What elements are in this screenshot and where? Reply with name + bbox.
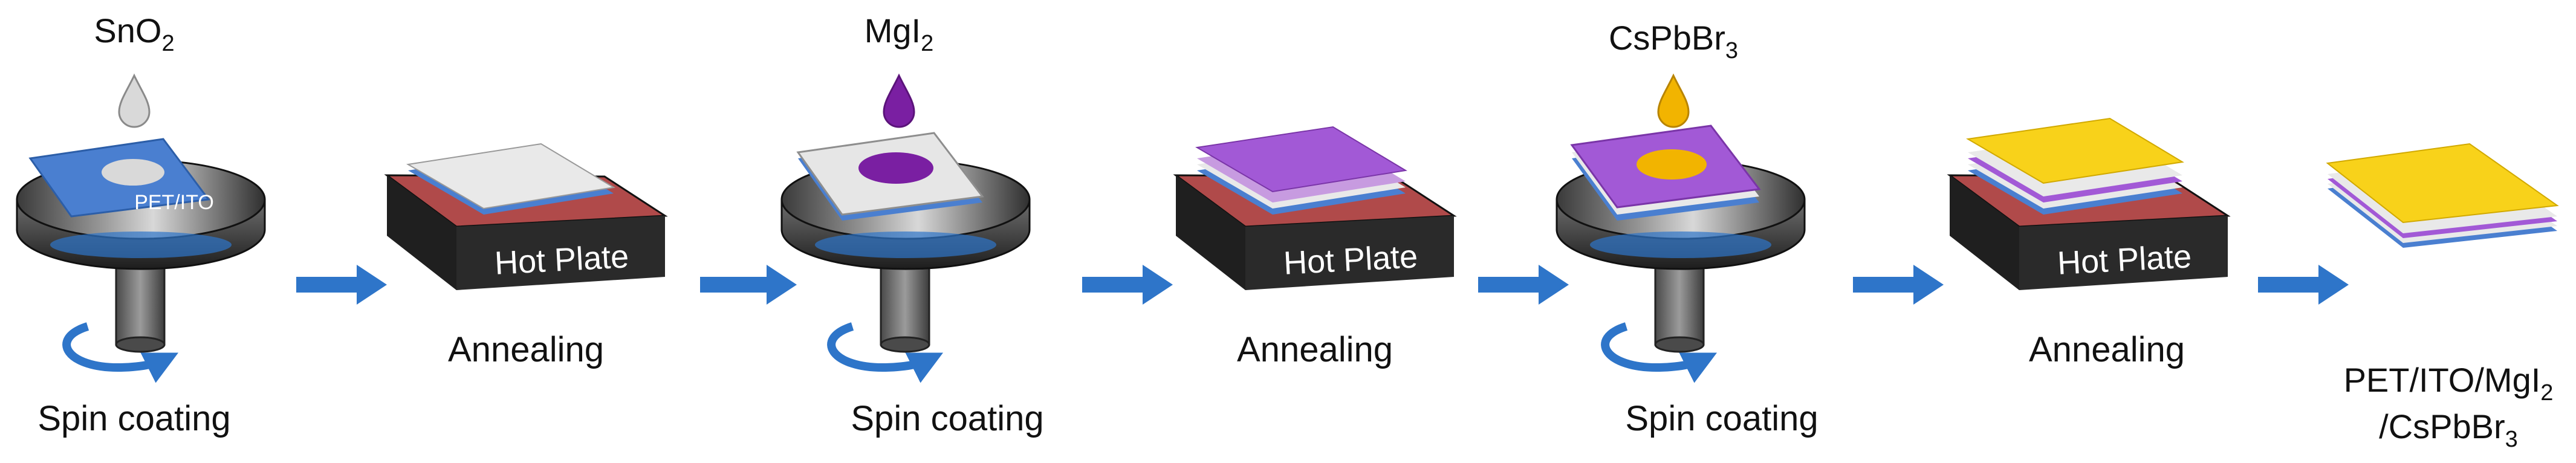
sno2-drop-film [102, 159, 164, 186]
hot-plate-front [456, 216, 665, 290]
final-device: PET/ITO/MgI2 /CsPbBr3 [2326, 143, 2559, 452]
hot-plate-side-left [387, 175, 456, 290]
step-4-annealing: Hot Plate Annealing [1173, 126, 1457, 369]
chemical-label: CsPbBr3 [1609, 19, 1738, 63]
step-6-annealing: Hot Plate Annealing [1947, 117, 2231, 369]
process-arrow-1 [296, 265, 387, 305]
process-arrow-6 [2258, 265, 2349, 305]
droplet-icon [883, 73, 915, 128]
cspbbr3-drop-film [1637, 149, 1707, 180]
final-structure-label-line2: /CsPbBr3 [2379, 407, 2518, 452]
chemical-label: MgI2 [865, 11, 934, 56]
mgi2-drop-film [858, 152, 933, 184]
step-caption: Annealing [448, 330, 604, 369]
rotation-arrow-icon [827, 322, 944, 383]
step-5-spin-coating: CsPbBr3 Spin coating [1556, 19, 1818, 438]
hot-plate-front [1245, 216, 1454, 290]
final-structure-label-line1: PET/ITO/MgI2 [2344, 361, 2554, 406]
hot-plate-front [2019, 216, 2228, 290]
spin-shaft [880, 259, 930, 346]
droplet-icon [118, 73, 151, 128]
process-arrow-3 [1082, 265, 1173, 305]
rotation-arrow-icon [62, 322, 179, 383]
step-caption: Spin coating [37, 399, 230, 438]
step-3-spin-coating: MgI2 Spin coating [780, 11, 1044, 438]
process-arrow-5 [1853, 265, 1944, 305]
step-1-spin-coating: SnO2 PET/ITO Spin coating [16, 11, 266, 438]
substrate-label: PET/ITO [134, 191, 214, 214]
final-cspbbr3-layer [2326, 143, 2559, 224]
mgi2-layer [1195, 126, 1407, 193]
hot-plate-label: Hot Plate [1283, 238, 1419, 282]
step-caption: Annealing [1237, 330, 1393, 369]
step-2-annealing: Hot Plate Annealing [384, 143, 668, 369]
chemical-label: SnO2 [94, 11, 174, 56]
hot-plate-label: Hot Plate [2057, 238, 2193, 282]
droplet-icon [1657, 73, 1690, 128]
spin-shaft [1654, 259, 1705, 346]
process-arrow-4 [1478, 265, 1569, 305]
hot-plate-side-left [1176, 175, 1245, 290]
step-caption: Spin coating [1625, 399, 1818, 438]
step-caption: Annealing [2029, 330, 2185, 369]
hot-plate-label: Hot Plate [494, 238, 630, 282]
process-arrow-2 [700, 265, 797, 305]
rotation-arrow-icon [1601, 322, 1718, 383]
spin-shaft [115, 259, 166, 346]
cspbbr3-layer [1966, 117, 2184, 184]
step-caption: Spin coating [851, 399, 1043, 438]
hot-plate-side-left [1950, 175, 2019, 290]
